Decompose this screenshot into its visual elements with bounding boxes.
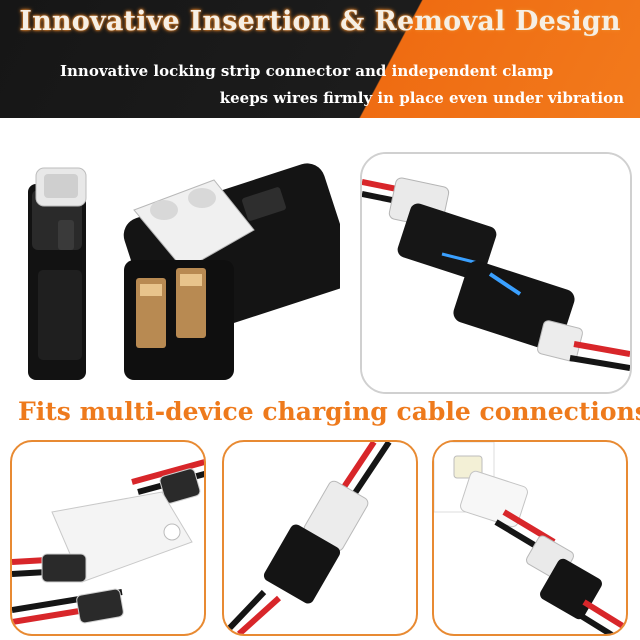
banner-subtitle-line-2: keeps wires firmly in place even under v… — [219, 89, 624, 107]
section-heading: Fits multi-device charging cable connect… — [18, 397, 640, 426]
page-title: Innovative Insertion & Removal Design — [19, 6, 621, 37]
open-connector-image — [123, 163, 340, 380]
closed-connector-image — [28, 167, 87, 380]
application-card-inline — [222, 440, 418, 636]
header-banner: Innovative Insertion & Removal Design In… — [0, 0, 640, 118]
application-card-splitter — [10, 440, 206, 636]
application-card-led-strip — [432, 440, 628, 636]
connector-product-illustration — [14, 160, 340, 390]
banner-subtitle-line-1: Innovative locking strip connector and i… — [60, 62, 554, 80]
wire-connector-photo-card — [360, 152, 632, 394]
